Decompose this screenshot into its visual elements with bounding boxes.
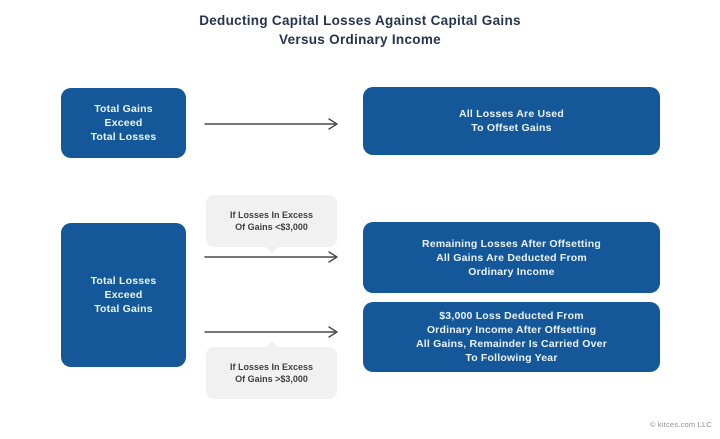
condition-label-text: If Losses In Excess Of Gains >$3,000 [229, 361, 314, 385]
node-remaining-losses-deducted: Remaining Losses After Offsetting All Ga… [363, 222, 660, 293]
condition-label-losses-under-3000: If Losses In Excess Of Gains <$3,000 [206, 195, 337, 254]
arrow-right-icon [204, 118, 338, 130]
arrow-right-icon [204, 326, 338, 338]
arrow-right-icon [204, 251, 338, 263]
condition-label-text: If Losses In Excess Of Gains <$3,000 [229, 209, 314, 233]
copyright-credit: © kitces.com LLC [649, 420, 712, 429]
node-all-losses-offset-gains: All Losses Are Used To Offset Gains [363, 87, 660, 155]
node-total-gains-exceed-losses: Total Gains Exceed Total Losses [61, 88, 186, 158]
page-title: Deducting Capital Losses Against Capital… [199, 13, 521, 47]
node-3000-loss-deducted: $3,000 Loss Deducted From Ordinary Incom… [363, 302, 660, 372]
pointer-tail-up-icon [263, 340, 280, 357]
condition-label-losses-over-3000: If Losses In Excess Of Gains >$3,000 [206, 340, 337, 399]
node-total-losses-exceed-gains: Total Losses Exceed Total Gains [61, 223, 186, 367]
